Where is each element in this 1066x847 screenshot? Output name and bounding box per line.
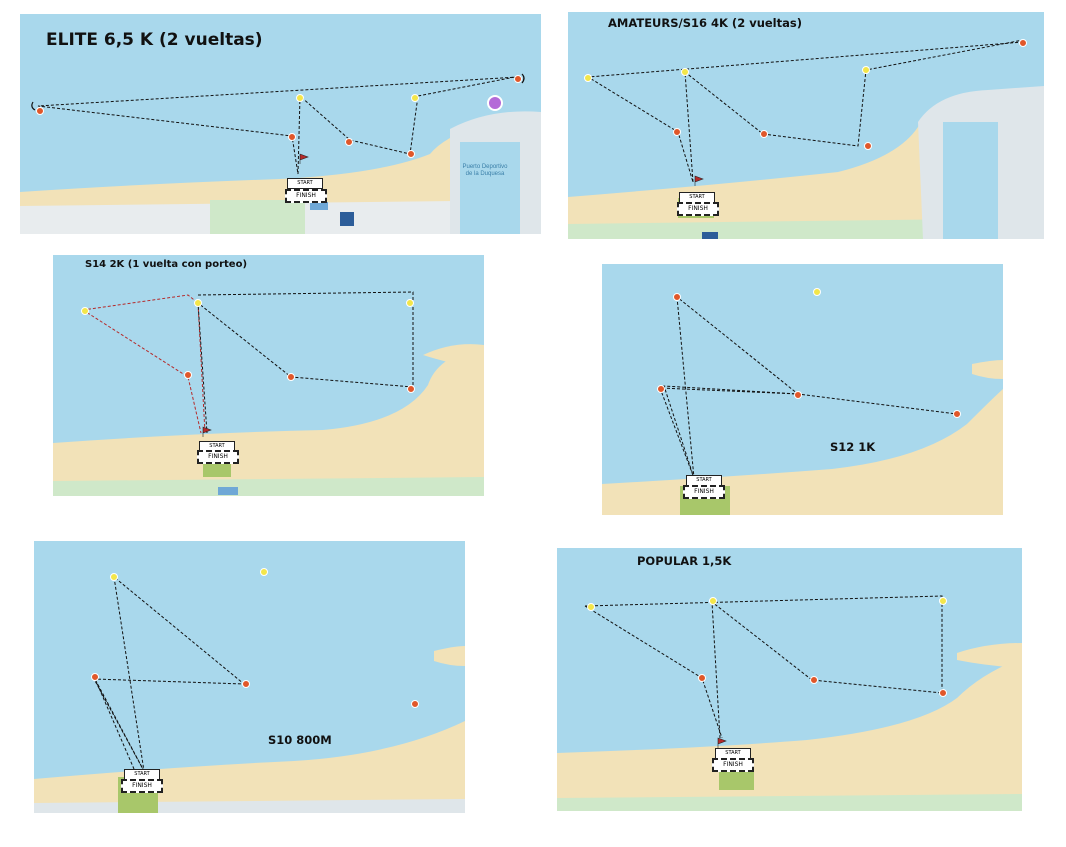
panel-title: S12 1K [830, 440, 876, 454]
start-marker: START [287, 178, 323, 189]
map-panel-s14: S14 2K (1 vuelta con porteo) START FINIS… [53, 255, 484, 496]
map-panel-amateurs: AMATEURS/S16 4K (2 vueltas) START FINISH [568, 12, 1044, 239]
map-pin-icon [487, 95, 503, 111]
map-panel-s10: S10 800M START FINISH [34, 541, 465, 813]
map-panel-elite: ELITE 6,5 K (2 vueltas) START FINISH Pue… [20, 14, 541, 234]
panel-title: ELITE 6,5 K (2 vueltas) [46, 30, 263, 50]
map-panel-popular: POPULAR 1,5K START FINISH [557, 548, 1022, 811]
map-panel-s12: S12 1K START FINISH [602, 264, 1003, 515]
finish-marker: FINISH [197, 450, 239, 464]
finish-marker: FINISH [285, 189, 327, 203]
map-amateurs [568, 39, 1044, 239]
finish-marker: FINISH [121, 779, 163, 793]
panel-title: POPULAR 1,5K [637, 554, 732, 568]
panel-title: S10 800M [268, 733, 332, 747]
finish-marker: FINISH [683, 485, 725, 499]
finish-marker: FINISH [677, 202, 719, 216]
map-s12 [602, 288, 1003, 515]
finish-marker: FINISH [712, 758, 754, 772]
place-label: Puerto Deportivo de la Duquesa [462, 164, 508, 177]
panel-title: S14 2K (1 vuelta con porteo) [85, 259, 248, 270]
map-s14 [53, 291, 484, 496]
map-elite [20, 73, 541, 234]
map-s10 [34, 568, 465, 813]
map-popular [557, 595, 1022, 811]
panel-title: AMATEURS/S16 4K (2 vueltas) [608, 16, 802, 30]
